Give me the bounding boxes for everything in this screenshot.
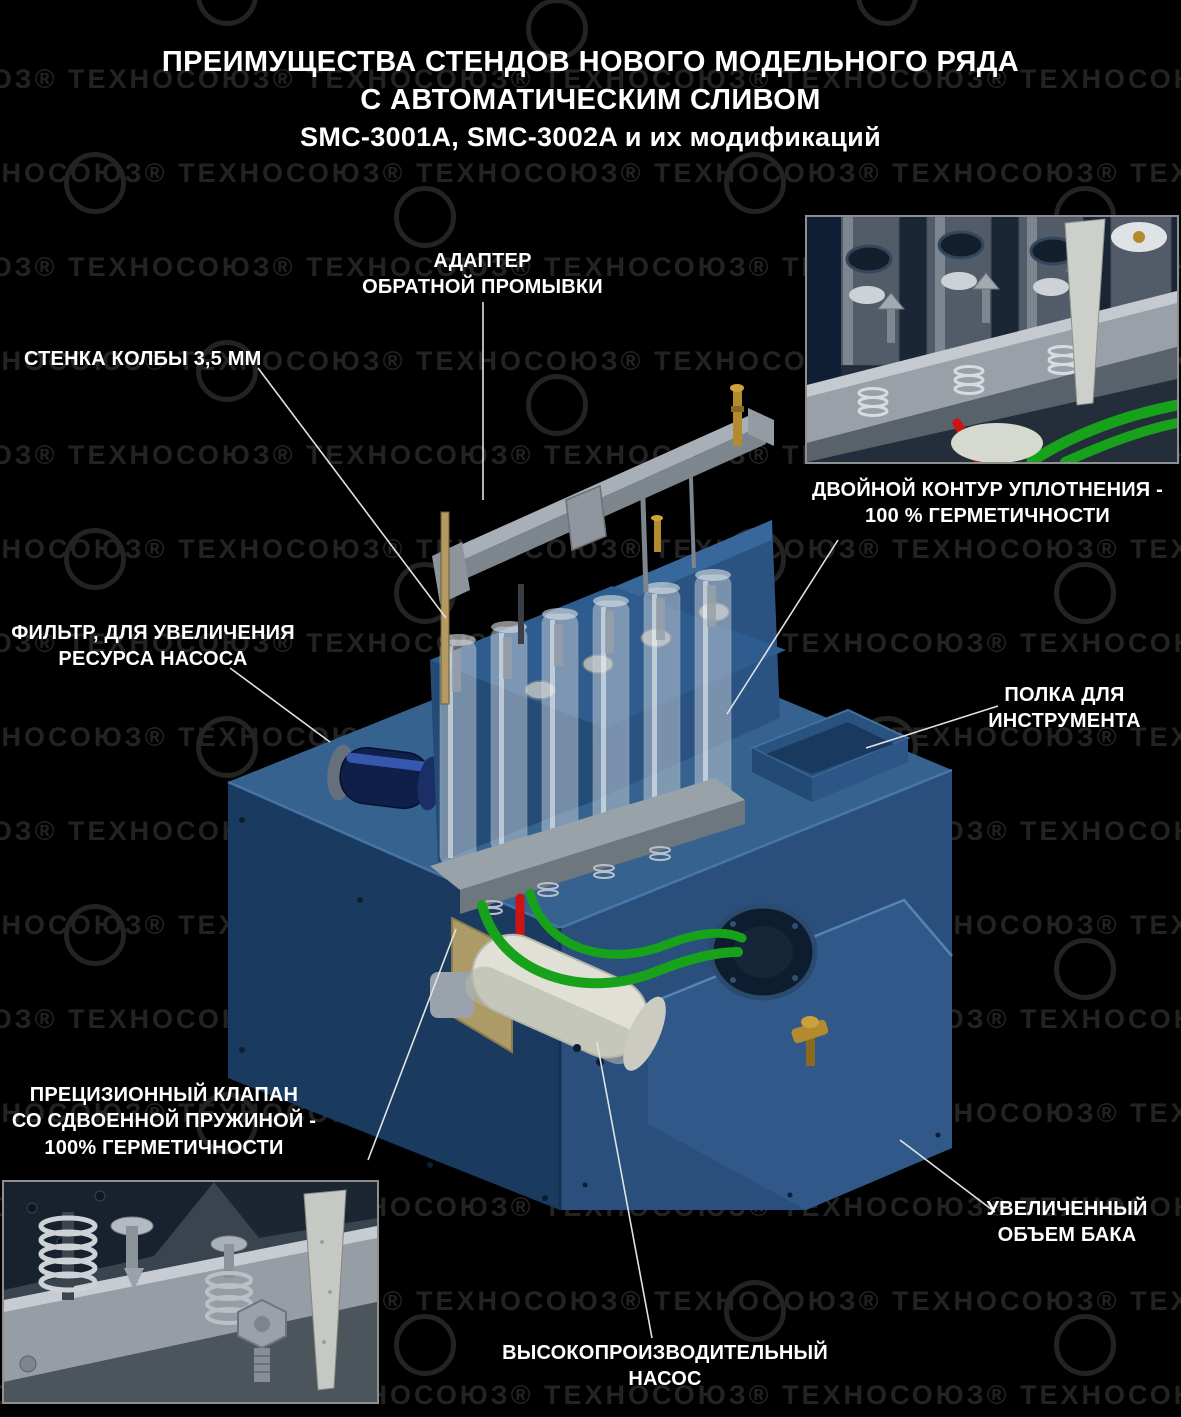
page-title: ПРЕИМУЩЕСТВА СТЕНДОВ НОВОГО МОДЕЛЬНОГО Р…: [0, 44, 1181, 156]
pump-cylinder: [430, 933, 666, 1071]
watermark-logo-ring: [394, 1314, 456, 1376]
label-flask-wall: СТЕНКА КОЛБЫ 3,5 ММ: [24, 348, 262, 370]
watermark-logo-ring: [1054, 562, 1116, 624]
inset-precision-valve: [2, 1180, 379, 1404]
watermark-text: ТЕХНОСОЮЗ® ТЕХНОСОЮЗ® ТЕХНОСОЮЗ® ТЕХНОСО…: [0, 158, 1181, 188]
valve-manifold: [430, 778, 745, 915]
label-filter: ФИЛЬТР, ДЛЯ УВЕЛИЧЕНИЯ РЕСУРСА НАСОСА: [11, 622, 295, 671]
label-adapter: АДАПТЕР ОБРАТНОЙ ПРОМЫВКИ: [362, 250, 603, 299]
callout-line-precision-valve: [367, 928, 457, 1161]
backflush-adapter-rail: [432, 384, 774, 705]
watermark-logo-ring: [196, 340, 258, 402]
watermark-logo-ring: [724, 152, 786, 214]
watermark-logo-ring: [1054, 1314, 1116, 1376]
inset-double-seal: [805, 215, 1179, 464]
watermark-logo-ring: [64, 528, 126, 590]
precision-valve-closeup: [4, 1182, 377, 1402]
title-line-1: ПРЕИМУЩЕСТВА СТЕНДОВ НОВОГО МОДЕЛЬНОГО Р…: [161, 46, 1020, 78]
watermark-logo-ring: [64, 152, 126, 214]
watermark-logo-ring: [196, 716, 258, 778]
watermark-text: ТЕХНОСОЮЗ® ТЕХНОСОЮЗ® ТЕХНОСОЮЗ® ТЕХНОСО…: [0, 64, 1181, 94]
label-shelf: ПОЛКА ДЛЯ ИНСТРУМЕНТА: [988, 684, 1141, 733]
watermark-logo-ring: [196, 1092, 258, 1154]
watermark-logo-ring: [1054, 938, 1116, 1000]
panel-screws: [239, 817, 941, 1201]
label-precision-valve: ПРЕЦИЗИОННЫЙ КЛАПАН СО СДВОЕННОЙ ПРУЖИНО…: [11, 1084, 317, 1159]
watermark-logo-ring: [724, 1280, 786, 1342]
watermark-logo-ring: [526, 374, 588, 436]
label-tank: УВЕЛИЧЕННЫЙ ОБЪЕМ БАКА: [986, 1198, 1148, 1247]
watermark-logo-ring: [394, 186, 456, 248]
callout-line-pump: [596, 1041, 653, 1339]
callout-line-flask-wall: [257, 367, 447, 619]
title-line-3: SMC-3001A, SMC-3002A и их модификаций: [300, 122, 881, 153]
drain-valve: [791, 1016, 829, 1066]
label-pump: ВЫСОКОПРОИЗВОДИТЕЛЬНЫЙ НАСОС: [502, 1342, 828, 1391]
callout-line-shelf: [865, 705, 999, 749]
watermark-logo-ring: [526, 0, 588, 60]
label-double-seal: ДВОЙНОЙ КОНТУР УПЛОТНЕНИЯ - 100 % ГЕРМЕТ…: [811, 479, 1164, 528]
double-seal-closeup: [807, 217, 1177, 462]
callout-line-filter: [229, 667, 331, 743]
green-tubes: [477, 888, 747, 989]
watermark-logo-ring: [64, 904, 126, 966]
title-line-2: С АВТОМАТИЧЕСКИМ СЛИВОМ: [360, 83, 821, 116]
callout-line-double-seal: [726, 539, 839, 715]
tool-shelf: [749, 708, 911, 802]
callout-line-tank: [899, 1139, 996, 1213]
